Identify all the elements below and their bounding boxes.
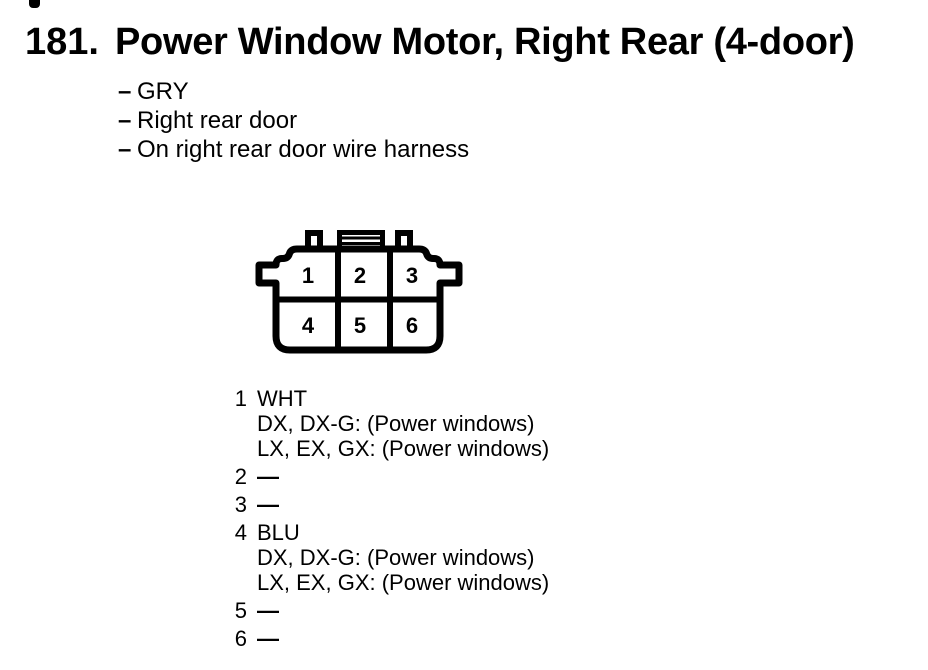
figure-number: 181. (25, 21, 99, 63)
pin-wire-color: WHT (257, 386, 308, 411)
pin-not-used: — (257, 598, 280, 623)
pin-description: — (257, 626, 280, 651)
detail-text-location: Right rear door (137, 107, 298, 134)
pin-number: 1 (234, 386, 247, 411)
cavity-number: 1 (302, 263, 314, 288)
cavity-number: 5 (354, 313, 366, 338)
pin-description: — (257, 492, 280, 517)
pin-row: 2 — (227, 464, 549, 489)
pin-trim-note: LX, EX, GX: (Power windows) (257, 570, 550, 595)
pin-row: 6 — (227, 626, 549, 651)
detail-text-connector-color: GRY (137, 78, 189, 105)
detail-line-location: – Right rear door (118, 106, 469, 135)
cavity-number: 6 (406, 313, 418, 338)
connector-details: – GRY – Right rear door – On right rear … (118, 77, 469, 164)
pin-description: WHT DX, DX-G: (Power windows) LX, EX, GX… (257, 386, 549, 461)
pinout-list: 1 WHT DX, DX-G: (Power windows) LX, EX, … (227, 386, 549, 654)
cavity-number: 4 (302, 313, 315, 338)
connector-diagram: 1 2 3 4 5 6 (255, 230, 463, 354)
detail-text-harness: On right rear door wire harness (137, 136, 470, 163)
dash-icon: – (118, 136, 132, 163)
pin-number: 2 (234, 464, 247, 489)
scan-artifact (29, 0, 40, 8)
pin-row: 4 BLU DX, DX-G: (Power windows) LX, EX, … (227, 520, 549, 595)
dash-icon: – (118, 107, 132, 134)
pin-number: 4 (234, 520, 247, 545)
pin-row: 3 — (227, 492, 549, 517)
pin-row: 1 WHT DX, DX-G: (Power windows) LX, EX, … (227, 386, 549, 461)
cavity-number: 2 (354, 263, 366, 288)
pin-not-used: — (257, 464, 280, 489)
pin-trim-note: DX, DX-G: (Power windows) (257, 411, 535, 436)
pin-not-used: — (257, 626, 280, 651)
pin-row: 5 — (227, 598, 549, 623)
figure-title-row: 181. Power Window Motor, Right Rear (4-d… (25, 22, 855, 62)
pin-description: — (257, 598, 280, 623)
pin-number: 3 (234, 492, 247, 517)
pin-trim-note: DX, DX-G: (Power windows) (257, 545, 535, 570)
pin-description: — (257, 464, 280, 489)
detail-line-color: – GRY (118, 77, 469, 106)
pin-wire-color: BLU (257, 520, 300, 545)
dash-icon: – (118, 78, 132, 105)
pin-description: BLU DX, DX-G: (Power windows) LX, EX, GX… (257, 520, 549, 595)
page-title: Power Window Motor, Right Rear (4-door) (115, 21, 855, 63)
pin-trim-note: LX, EX, GX: (Power windows) (257, 436, 550, 461)
pin-number: 5 (234, 598, 247, 623)
cavity-number: 3 (406, 263, 418, 288)
pin-number: 6 (234, 626, 247, 651)
pin-not-used: — (257, 492, 280, 517)
detail-line-harness: – On right rear door wire harness (118, 135, 469, 164)
